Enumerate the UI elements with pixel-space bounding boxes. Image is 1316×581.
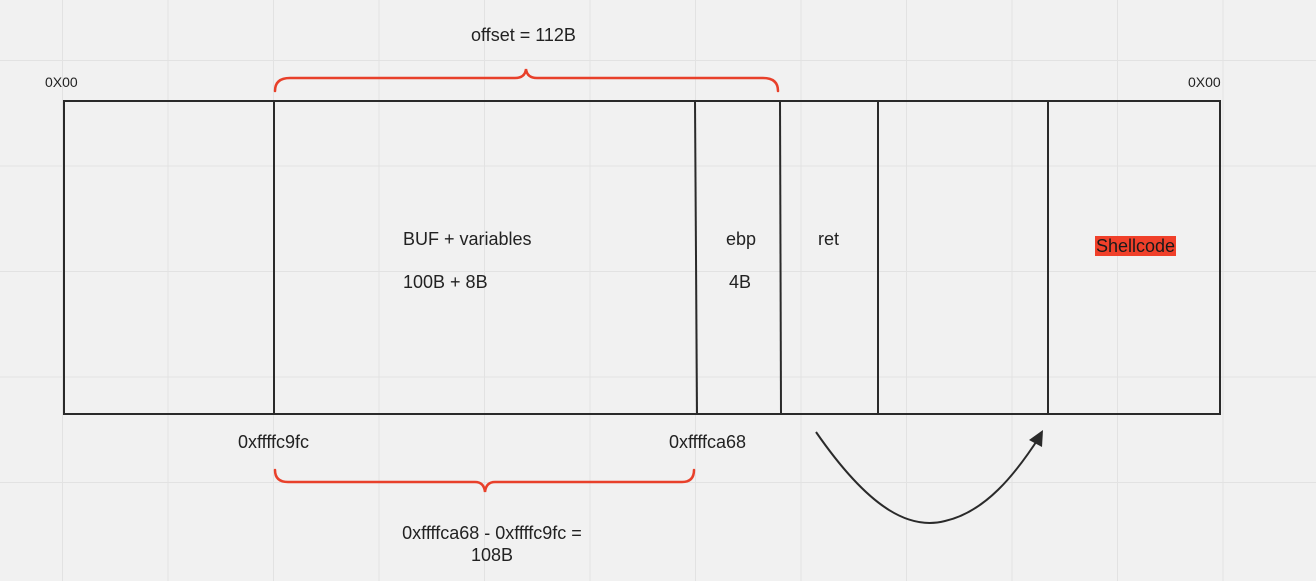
buf-cell-size: 100B + 8B (403, 272, 488, 292)
difference-calc-line1: 0xffffca68 - 0xffffc9fc = (402, 523, 582, 543)
jump-arrow-head (1029, 430, 1043, 447)
offset-brace (273, 68, 780, 93)
divider-ebp-start (694, 100, 698, 415)
difference-brace (273, 468, 696, 493)
address-label-right: 0X00 (1188, 74, 1221, 90)
shellcode-highlight: Shellcode (1095, 236, 1177, 256)
buf-start-address: 0xffffc9fc (238, 432, 310, 452)
buf-cell-title: BUF + variables (403, 229, 532, 249)
memory-block-outline (63, 100, 1221, 415)
ebp-cell-title: ebp (726, 229, 757, 249)
jump-arrow-curve (815, 431, 1041, 524)
ret-cell-title: ret (818, 229, 840, 249)
difference-calc-line2: 108B (470, 545, 514, 565)
ebp-cell-size: 4B (729, 272, 752, 292)
ebp-start-address: 0xffffca68 (669, 432, 747, 452)
offset-label: offset = 112B (471, 25, 576, 45)
address-label-left: 0X00 (45, 74, 78, 90)
shellcode-cell-label: Shellcode (1095, 236, 1177, 257)
divider-ret-start (779, 100, 782, 415)
